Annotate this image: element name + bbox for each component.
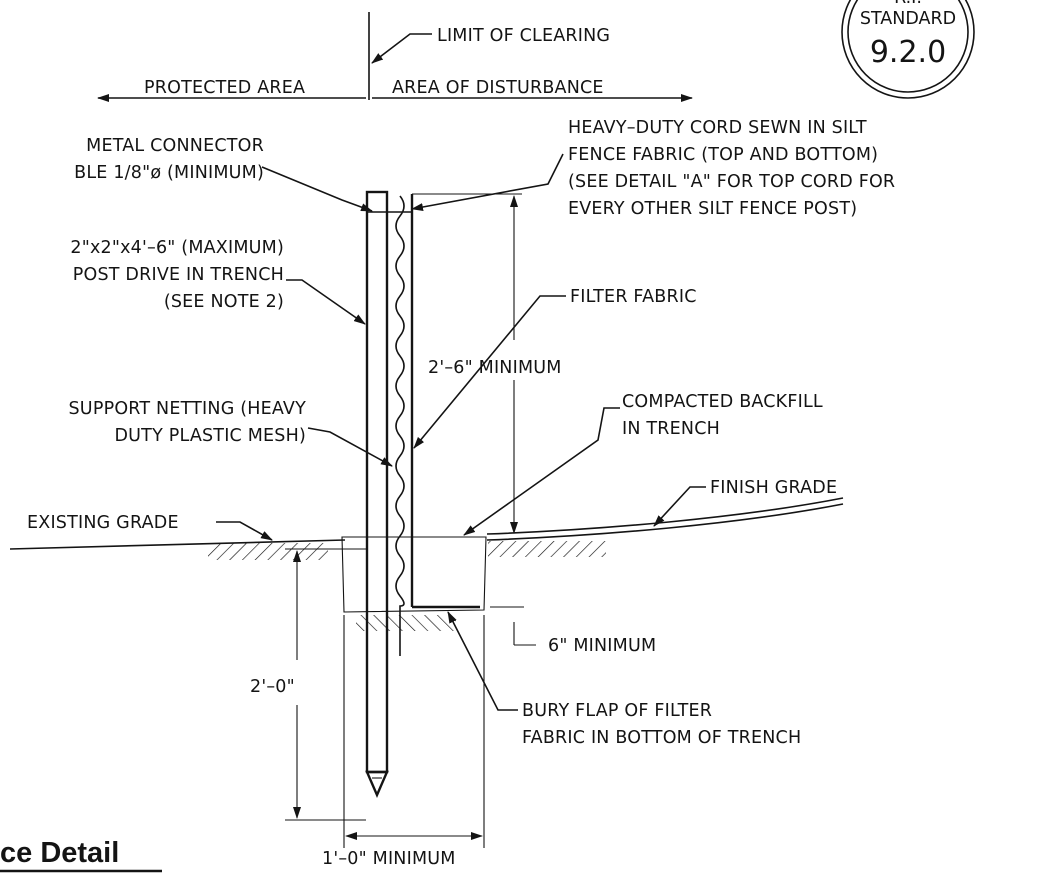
soil-hatch-bottom xyxy=(356,615,456,631)
post-leader xyxy=(286,279,366,325)
existing-grade-leader xyxy=(216,521,273,541)
fence-post xyxy=(365,190,389,799)
embed-dimension: 2'–0" xyxy=(250,548,366,821)
ground-profile xyxy=(9,497,844,631)
backfill-leader xyxy=(463,407,620,536)
badge-title: STANDARD xyxy=(860,9,956,29)
post-label-line2: POST DRIVE IN TRENCH xyxy=(73,265,284,285)
limit-of-clearing-label: LIMIT OF CLEARING xyxy=(437,26,610,46)
netting-and-fabric xyxy=(366,194,480,656)
existing-grade-label: EXISTING GRADE xyxy=(27,513,179,533)
cord-label-line4: EVERY OTHER SILT FENCE POST) xyxy=(568,199,857,219)
embed-dimension-label: 2'–0" xyxy=(250,677,295,697)
cord-label-line2: FENCE FABRIC (TOP AND BOTTOM) xyxy=(568,145,878,165)
width-dimension-label: 1'–0" MINIMUM xyxy=(322,849,456,869)
heading-group: ce Detail xyxy=(0,837,162,873)
trench-depth-dimension: 6" MINIMUM xyxy=(490,606,656,656)
metal-connector-label-line1: METAL CONNECTOR xyxy=(86,136,264,156)
netting-leader xyxy=(307,427,393,467)
cord-label-line3: (SEE DETAIL "A" FOR TOP CORD FOR xyxy=(568,172,895,192)
existing-grade-line xyxy=(9,539,346,550)
support-netting xyxy=(395,195,405,656)
badge-outer-ring xyxy=(841,0,975,99)
limit-of-clearing: LIMIT OF CLEARING xyxy=(368,12,610,100)
soil-hatch-left xyxy=(208,543,328,560)
backfill-label-line2: IN TRENCH xyxy=(622,419,720,439)
filter-fabric-label: FILTER FABRIC xyxy=(570,287,697,307)
limit-of-clearing-leader xyxy=(371,33,432,64)
backfill-label-line1: COMPACTED BACKFILL xyxy=(622,392,823,412)
width-dimension: 1'–0" MINIMUM xyxy=(322,615,485,869)
badge-inner-ring xyxy=(847,0,969,93)
existing-grade-callout: EXISTING GRADE xyxy=(27,513,273,541)
filter-fabric-leader xyxy=(413,295,566,449)
finish-grade-line-upper xyxy=(486,497,844,535)
soil-hatch-right xyxy=(488,541,606,557)
bury-flap-callout: BURY FLAP OF FILTER FABRIC IN BOTTOM OF … xyxy=(447,611,801,748)
filter-fabric-callout: FILTER FABRIC xyxy=(413,287,697,449)
height-dimension: 2'–6" MINIMUM xyxy=(412,193,562,534)
post-shaft xyxy=(365,190,389,774)
height-dimension-label: 2'–6" MINIMUM xyxy=(428,358,562,378)
page-heading: ce Detail xyxy=(0,837,119,869)
metal-connector-callout: METAL CONNECTOR BLE 1/8"ø (MINIMUM) xyxy=(74,136,373,212)
netting-label-line1: SUPPORT NETTING (HEAVY xyxy=(69,399,307,419)
netting-label-line2: DUTY PLASTIC MESH) xyxy=(115,426,307,446)
metal-connector-label-line2: BLE 1/8"ø (MINIMUM) xyxy=(74,163,264,183)
finish-grade-label: FINISH GRADE xyxy=(710,478,837,498)
cord-label-line1: HEAVY–DUTY CORD SEWN IN SILT xyxy=(568,118,867,138)
area-arrows: PROTECTED AREA AREA OF DISTURBANCE xyxy=(97,78,693,102)
finish-grade-leader xyxy=(653,486,706,527)
badge-top-text: R.I. xyxy=(894,0,922,8)
standard-badge: R.I. STANDARD 9.2.0 xyxy=(841,0,975,99)
backfill-callout: COMPACTED BACKFILL IN TRENCH xyxy=(463,392,823,536)
post-callout: 2"x2"x4'–6" (MAXIMUM) POST DRIVE IN TREN… xyxy=(70,238,366,325)
finish-grade-callout: FINISH GRADE xyxy=(653,478,837,527)
trench-depth-label: 6" MINIMUM xyxy=(548,636,656,656)
metal-connector-leader xyxy=(261,166,373,212)
cord-leader xyxy=(411,153,564,211)
protected-area-label: PROTECTED AREA xyxy=(144,78,305,98)
badge-number: 9.2.0 xyxy=(870,35,946,70)
post-label-line1: 2"x2"x4'–6" (MAXIMUM) xyxy=(70,238,284,258)
bury-flap-label-line2: FABRIC IN BOTTOM OF TRENCH xyxy=(522,728,801,748)
trench-backfill xyxy=(341,536,487,613)
bury-flap-label-line1: BURY FLAP OF FILTER xyxy=(522,701,712,721)
cord-callout: HEAVY–DUTY CORD SEWN IN SILT FENCE FABRI… xyxy=(411,118,895,219)
post-tip xyxy=(365,770,389,799)
bury-flap-leader xyxy=(447,611,518,711)
area-of-disturbance-label: AREA OF DISTURBANCE xyxy=(392,78,604,98)
post-label-line3: (SEE NOTE 2) xyxy=(164,292,284,312)
finish-grade-line-lower xyxy=(486,503,844,541)
netting-callout: SUPPORT NETTING (HEAVY DUTY PLASTIC MESH… xyxy=(69,399,393,467)
